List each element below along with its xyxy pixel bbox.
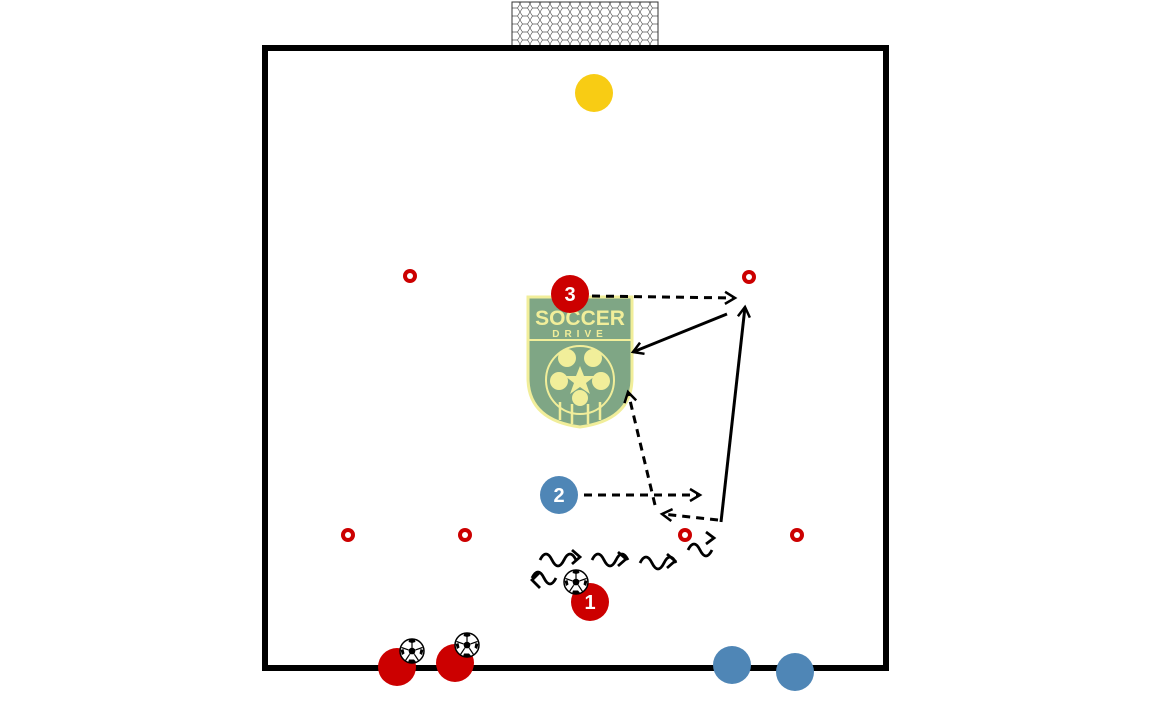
player-2-label: 2 (553, 485, 564, 507)
cone-icon (341, 528, 355, 542)
soccer-ball-icon (563, 569, 589, 595)
waiting-blue-player (776, 653, 814, 691)
cone-icon (742, 270, 756, 284)
cone-icon (678, 528, 692, 542)
goalkeeper (575, 74, 613, 112)
pass-line (591, 290, 738, 305)
logo-text-soccer: SOCCER (535, 307, 625, 330)
cone-icon (790, 528, 804, 542)
player-2: 2 (540, 476, 578, 514)
player-3-token (551, 275, 589, 313)
cone-icon (403, 269, 417, 283)
soccer-ball-icon (399, 638, 425, 664)
field-boundary (262, 45, 889, 671)
cone-icon (458, 528, 472, 542)
pass-line (623, 389, 657, 506)
run-line (719, 304, 751, 523)
logo-text-drive: DRIVE (552, 329, 608, 340)
pass-line (659, 507, 719, 523)
dribble-line (530, 542, 714, 586)
player-3-label: 3 (564, 284, 575, 306)
run-line (630, 312, 728, 356)
goal-net-icon (511, 1, 659, 48)
movement-lines (530, 290, 751, 589)
player-1-label: 1 (584, 592, 595, 614)
soccer-drive-shield-logo: SOCCER DRIVE (526, 295, 634, 429)
player-3: 3 (551, 275, 589, 313)
soccer-ball-icon (454, 632, 480, 658)
waiting-blue-player (713, 646, 751, 684)
player-2-token (540, 476, 578, 514)
